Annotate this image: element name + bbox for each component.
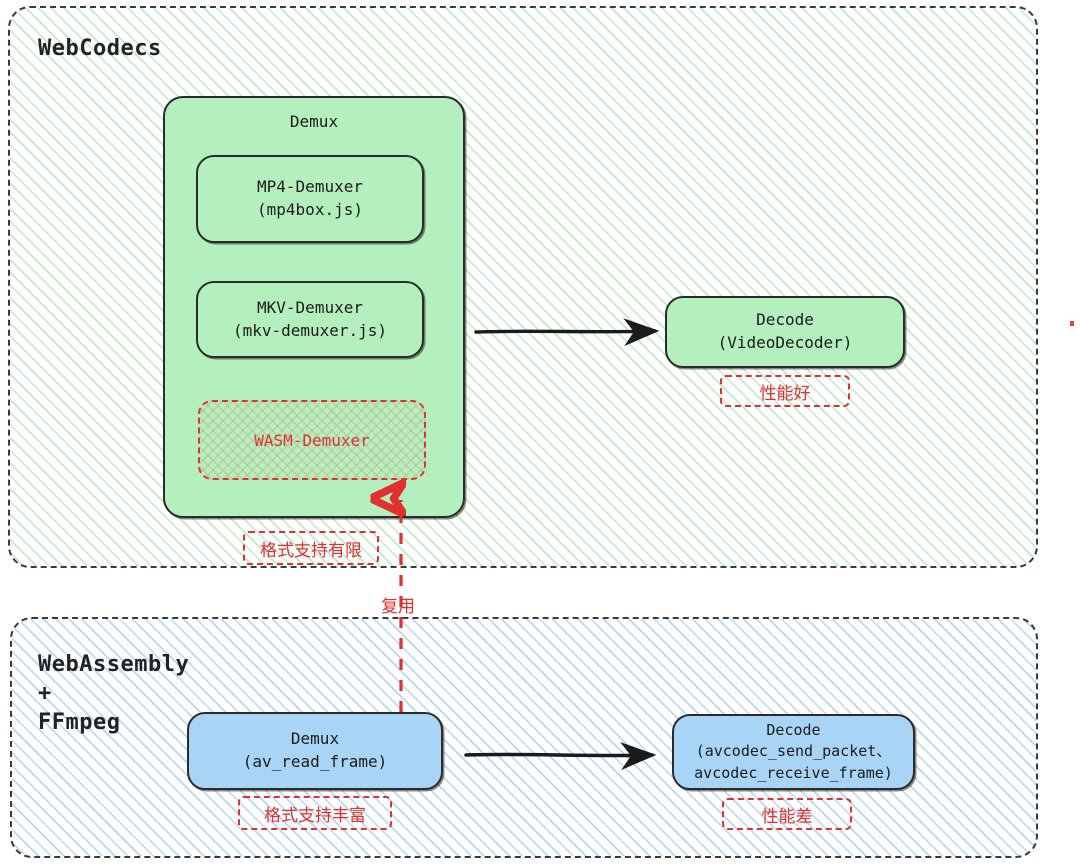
stray-red-speck bbox=[1070, 321, 1074, 326]
tag-format-support-limited: 格式支持有限 bbox=[243, 531, 379, 565]
tag-performance-good: 性能好 bbox=[720, 375, 850, 407]
box-wasm-demuxer[interactable]: WASM-Demuxer bbox=[198, 400, 426, 480]
box-demux-av-read-frame[interactable]: Demux (av_read_frame) bbox=[187, 712, 443, 790]
label-reuse: 复用 bbox=[381, 597, 415, 617]
demux-group-title: Demux bbox=[289, 112, 339, 131]
region-webcodecs-title: WebCodecs bbox=[38, 36, 162, 61]
box-decode-avcodec[interactable]: Decode (avcodec_send_packet、 avcodec_rec… bbox=[672, 714, 915, 790]
box-mkv-demuxer[interactable]: MKV-Demuxer (mkv-demuxer.js) bbox=[196, 281, 424, 358]
tag-format-support-rich: 格式支持丰富 bbox=[238, 796, 392, 830]
region-webassembly-ffmpeg bbox=[10, 617, 1038, 858]
region-webassembly-ffmpeg-title: WebAssembly + FFmpeg bbox=[38, 652, 190, 736]
box-decode-videodecoder[interactable]: Decode (VideoDecoder) bbox=[665, 296, 905, 368]
tag-performance-poor: 性能差 bbox=[722, 798, 852, 830]
box-mp4-demuxer[interactable]: MP4-Demuxer (mp4box.js) bbox=[196, 155, 424, 243]
